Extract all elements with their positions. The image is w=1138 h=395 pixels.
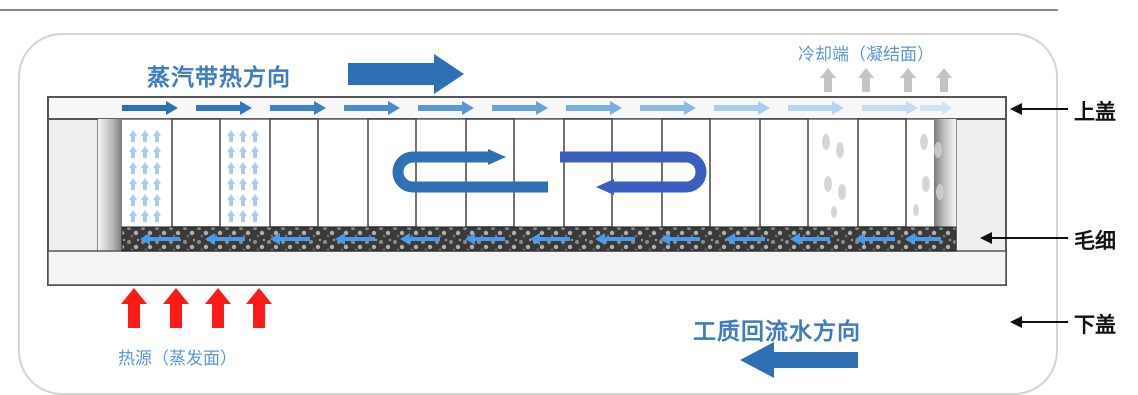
- vapor-direction-arrow: [348, 54, 464, 94]
- vapor-chamber-diagram: [47, 54, 1068, 378]
- wick-label: 毛细: [1074, 229, 1116, 253]
- wick-return-arrows: [140, 233, 941, 245]
- vapor-direction-label: 蒸汽带热方向: [147, 65, 291, 91]
- circulation-loop-arrows: [392, 149, 707, 195]
- condensation-droplets: [822, 134, 944, 218]
- liquid-return-arrow: [740, 342, 858, 378]
- callout-pointers: [980, 103, 1068, 328]
- bottom-cover-label: 下盖: [1074, 313, 1116, 337]
- top-divider-line: [0, 9, 1058, 11]
- cooling-end-arrows: [820, 68, 952, 92]
- evaporation-arrows: [129, 130, 259, 222]
- heat-source-arrows: [121, 288, 272, 328]
- liquid-return-label: 工质回流水方向: [693, 319, 861, 345]
- top-cover-label: 上盖: [1074, 100, 1116, 124]
- top-vapor-arrows: [122, 101, 952, 115]
- bottom-cover-plate: [47, 250, 1007, 286]
- condenser-end-label: 冷却端（凝结面）: [798, 45, 934, 65]
- heat-source-label: 热源（蒸发面）: [118, 349, 237, 369]
- left-wall: [98, 119, 122, 251]
